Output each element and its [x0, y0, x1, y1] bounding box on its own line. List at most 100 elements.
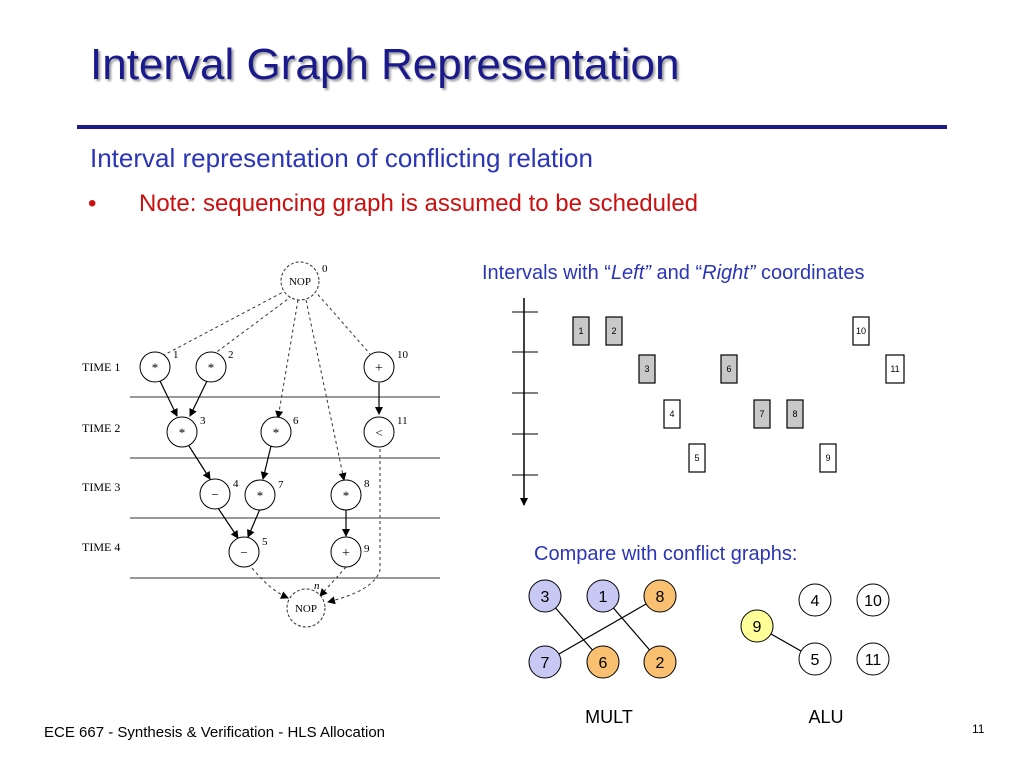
op-index: 6 — [293, 415, 299, 427]
mult-node-7: 7 — [528, 645, 562, 679]
op-symbol: * — [257, 488, 264, 503]
op-index: 2 — [228, 349, 234, 361]
interval-box-7: 7 — [753, 399, 771, 429]
slide-title: Interval Graph Representation — [90, 40, 680, 89]
interval-box-6: 6 — [720, 354, 738, 384]
op-node-6: * 6 — [260, 415, 299, 448]
data-edge — [217, 507, 239, 539]
interval-caption-right: Right” — [702, 262, 757, 284]
node-label: 11 — [865, 652, 882, 669]
interval-diagram: Intervals with “Left” and “Right” coordi… — [482, 262, 905, 506]
interval-box-label: 4 — [669, 409, 674, 419]
op-index: 11 — [397, 415, 408, 427]
node-label: 1 — [599, 589, 608, 606]
interval-box-11: 11 — [885, 354, 905, 384]
interval-box-9: 9 — [819, 443, 837, 473]
op-node-10: + 10 — [363, 349, 409, 383]
conflict-caption: Compare with conflict graphs: — [534, 543, 797, 565]
op-node-7: * 7 — [244, 479, 284, 511]
interval-box-5: 5 — [688, 443, 706, 473]
node-label: 9 — [753, 619, 762, 636]
slide-footer: ECE 667 - Synthesis & Verification - HLS… — [44, 724, 386, 741]
dashed-edge — [319, 566, 347, 597]
op-index: 10 — [397, 349, 409, 361]
op-node-3: * 3 — [166, 415, 206, 448]
sequencing-graph: TIME 1 TIME 2 TIME 3 TIME 4 — [82, 261, 440, 628]
op-node-1: * 1 — [139, 349, 179, 383]
interval-box-label: 2 — [611, 326, 616, 336]
slide-subtitle: Interval representation of conflicting r… — [90, 143, 593, 173]
mult-node-3: 3 — [528, 579, 562, 613]
mult-label: MULT — [585, 707, 633, 727]
interval-box-label: 10 — [856, 326, 866, 336]
interval-box-8: 8 — [786, 399, 804, 429]
mult-node-6: 6 — [586, 645, 620, 679]
node-label: 8 — [656, 589, 665, 606]
op-symbol: * — [208, 360, 215, 375]
op-symbol: * — [152, 360, 159, 375]
op-index: 5 — [262, 536, 268, 548]
interval-box-label: 9 — [825, 453, 830, 463]
conflict-graphs: Compare with conflict graphs: 3 1 8 7 6 — [528, 543, 890, 727]
bullet-marker: • — [88, 190, 97, 217]
interval-box-label: 3 — [644, 364, 649, 374]
alu-node-11: 11 — [856, 642, 890, 676]
op-symbol: + — [342, 546, 350, 561]
op-symbol: − — [240, 545, 247, 560]
op-symbol: < — [375, 425, 382, 440]
op-index: 8 — [364, 478, 370, 490]
interval-box-label: 7 — [759, 409, 764, 419]
dashed-edge — [305, 299, 347, 481]
bullet-text: Note: sequencing graph is assumed to be … — [139, 190, 699, 217]
mult-node-1: 1 — [586, 579, 620, 613]
mult-edge-8-7 — [544, 595, 661, 663]
op-index: 7 — [278, 479, 284, 491]
interval-box-label: 8 — [792, 409, 797, 419]
op-symbol: * — [273, 425, 280, 440]
interval-box-label: 1 — [578, 326, 583, 336]
alu-node-5: 5 — [798, 642, 832, 676]
data-edge — [247, 508, 261, 538]
interval-caption-mid: and “ — [651, 262, 702, 284]
interval-box-2: 2 — [605, 316, 623, 346]
op-index: 9 — [364, 543, 370, 555]
sink-nop-node — [286, 588, 326, 628]
interval-box-label: 11 — [890, 364, 899, 374]
sink-nop-index: n — [314, 580, 320, 592]
interval-box-label: 5 — [694, 453, 699, 463]
alu-label: ALU — [808, 707, 843, 727]
data-edge — [189, 380, 208, 417]
sink-nop-label: NOP — [295, 603, 317, 615]
op-symbol: * — [343, 488, 350, 503]
time-label-4: TIME 4 — [82, 540, 120, 554]
time-label-3: TIME 3 — [82, 480, 120, 494]
op-node-5: − 5 — [228, 536, 268, 568]
op-index: 4 — [233, 478, 239, 490]
alu-node-4: 4 — [798, 583, 832, 617]
alu-node-10: 10 — [856, 583, 890, 617]
dashed-edge — [313, 289, 371, 355]
source-nop-node — [280, 261, 320, 301]
node-label: 2 — [656, 655, 665, 672]
node-label: 10 — [864, 593, 882, 610]
data-edge — [188, 445, 211, 480]
dashed-edge — [251, 567, 289, 599]
time-label-1: TIME 1 — [82, 360, 120, 374]
page-number: 11 — [972, 722, 985, 736]
op-symbol: − — [211, 487, 218, 502]
mult-node-8: 8 — [643, 579, 677, 613]
node-label: 4 — [811, 593, 820, 610]
interval-box-10: 10 — [852, 316, 870, 346]
title-underline — [77, 125, 947, 129]
interval-box-3: 3 — [638, 354, 656, 384]
source-nop-index: 0 — [322, 263, 328, 275]
interval-box-label: 6 — [726, 364, 731, 374]
dashed-edge — [327, 443, 381, 605]
op-index: 3 — [200, 415, 206, 427]
op-node-8: * 8 — [330, 478, 370, 511]
dashed-edge — [275, 299, 299, 419]
op-symbol: * — [179, 425, 186, 440]
op-node-11: < 11 — [363, 415, 408, 448]
dashed-edge — [213, 295, 293, 355]
interval-caption-post: coordinates — [755, 262, 864, 284]
